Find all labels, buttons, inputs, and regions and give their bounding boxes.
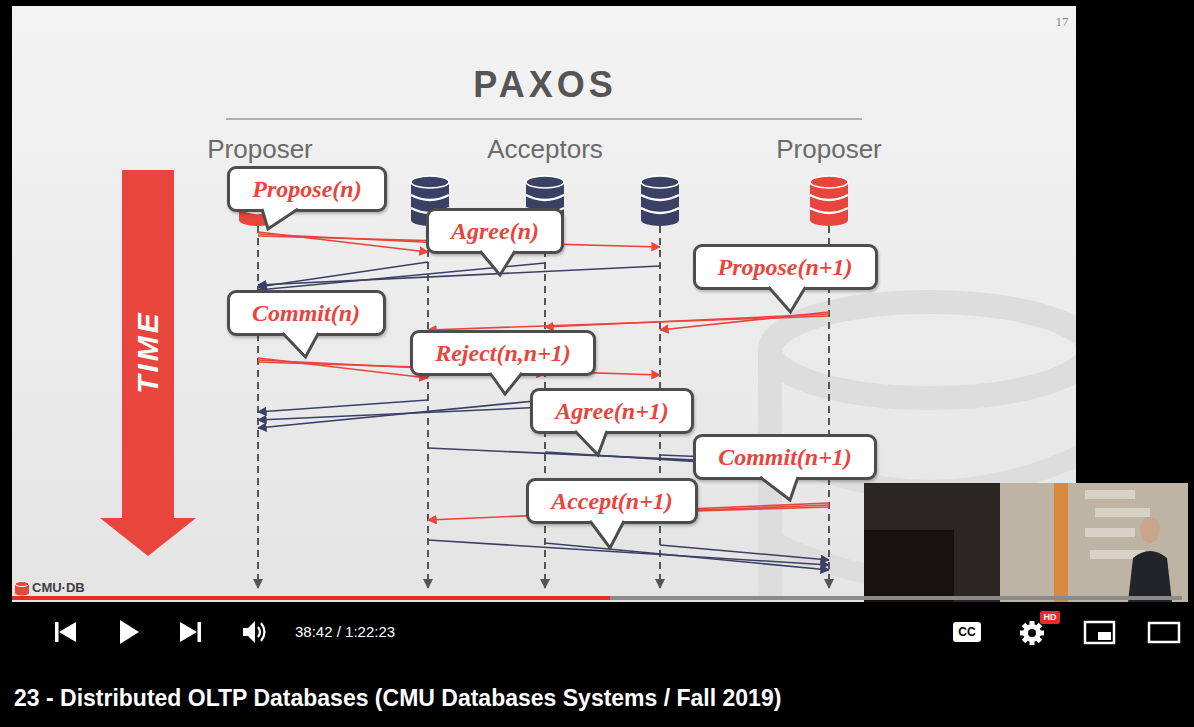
- player-controls: [55, 611, 1179, 645]
- message-line: [258, 263, 545, 290]
- callout-box: Propose(n+1): [693, 244, 878, 290]
- settings-button: [1028, 629, 1036, 637]
- callout-text: Propose(n): [252, 174, 362, 204]
- database-icon: [526, 176, 564, 188]
- lifeline-heading: Proposer: [776, 134, 882, 165]
- next-button: [198, 622, 202, 642]
- callout-text: Commit(n): [252, 298, 361, 328]
- database-icon: [810, 176, 848, 226]
- callout-tail: [768, 286, 805, 313]
- settings-button: [1020, 621, 1044, 645]
- volume-button: [243, 621, 255, 643]
- projected-slide: [1085, 528, 1135, 537]
- database-icon: [810, 176, 848, 188]
- message-line: [545, 543, 829, 570]
- callout-box: Agree(n+1): [530, 388, 694, 434]
- settings-button: [1022, 623, 1043, 644]
- callout-tail: [575, 431, 607, 455]
- cc-button-text: CC: [958, 625, 975, 639]
- database-icon: [641, 176, 679, 226]
- database-icon: [810, 195, 848, 213]
- message-line: [428, 540, 829, 565]
- callout-text: Agree(n): [451, 216, 539, 246]
- slide-number: 17: [1056, 14, 1069, 30]
- title-rule: [226, 118, 862, 120]
- database-icon: [641, 195, 679, 213]
- progress-track: [12, 596, 1182, 600]
- callout-text: Agree(n+1): [555, 396, 669, 426]
- settings-button: [1022, 623, 1043, 644]
- callout-box: Agree(n): [426, 208, 564, 254]
- projected-slide: [1085, 490, 1135, 499]
- callout-box: Accept(n+1): [526, 478, 698, 524]
- callout-tail: [480, 250, 515, 276]
- database-icon: [411, 176, 449, 188]
- speaker: [1140, 517, 1160, 543]
- progress-played: [12, 596, 610, 600]
- hd-badge-text: HD: [1044, 612, 1057, 623]
- miniplayer-button: [1085, 622, 1114, 643]
- callout-tail: [760, 477, 798, 500]
- lifeline-heading: Proposer: [207, 134, 313, 165]
- volume-button: [258, 627, 260, 637]
- projected-slide: [1095, 508, 1150, 517]
- callout-tail: [282, 332, 318, 358]
- lifeline: [427, 226, 429, 588]
- callout-tail: [575, 430, 607, 456]
- message-line: [660, 545, 829, 560]
- message-line: [258, 266, 660, 285]
- callout-box: Commit(n): [227, 290, 386, 336]
- projected-slide: [1054, 483, 1068, 602]
- time-arrow-shape: [100, 170, 196, 556]
- callout-tail: [262, 208, 298, 230]
- callout-text: Propose(n+1): [718, 252, 853, 282]
- next-button: [180, 622, 197, 642]
- slide-title: PAXOS: [473, 64, 616, 106]
- message-line: [258, 400, 428, 412]
- speaker-video: [864, 483, 1188, 602]
- volume-button: [261, 623, 265, 641]
- miniplayer-button: [1098, 632, 1111, 640]
- logo-icon: [15, 582, 29, 587]
- callout-box: Commit(n+1): [693, 434, 877, 480]
- callout-tail: [590, 520, 624, 549]
- callout-tail: [262, 209, 298, 229]
- speaker-video: [864, 483, 1188, 602]
- podium: [864, 530, 954, 602]
- logo-icon: [15, 582, 29, 596]
- callout-box: Reject(n,n+1): [410, 330, 596, 376]
- callout-tail: [282, 333, 318, 357]
- callout-text: Commit(n+1): [718, 442, 852, 472]
- hd-badge: [1040, 611, 1060, 624]
- database-icon: [641, 176, 679, 188]
- video-title: 23 - Distributed OLTP Databases (CMU Dat…: [14, 685, 781, 712]
- logo-text: CMU·DB: [32, 580, 85, 595]
- callout-text: Reject(n,n+1): [435, 338, 571, 368]
- cc-button: [953, 622, 981, 642]
- previous-button: [55, 622, 59, 642]
- callout-tail: [490, 373, 522, 394]
- callout-box: Propose(n): [227, 166, 387, 212]
- projected-slide: [1000, 483, 1188, 602]
- callout-tail: [760, 476, 798, 501]
- callout-tail: [490, 372, 522, 395]
- previous-button: [59, 622, 76, 642]
- theater-button: [1149, 623, 1179, 642]
- play-button: [120, 620, 139, 644]
- lifeline: [257, 226, 259, 588]
- time-arrow: TIME: [100, 170, 196, 556]
- callout-tail: [480, 251, 515, 275]
- lifeline-heading: Acceptors: [487, 134, 603, 165]
- callout-text: Accept(n+1): [551, 486, 673, 516]
- callout-tail: [768, 287, 805, 312]
- message-line: [428, 316, 829, 330]
- control-bar: [0, 602, 1194, 664]
- axis-label: TIME: [131, 310, 165, 394]
- time-display: 38:42 / 1:22:23: [295, 623, 395, 640]
- speaker: [1128, 551, 1172, 602]
- callout-tail: [590, 521, 624, 548]
